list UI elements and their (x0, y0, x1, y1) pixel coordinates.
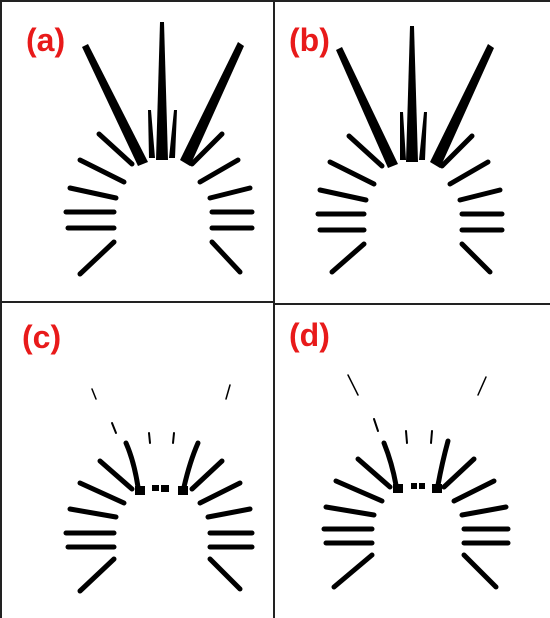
panel-b: (b) (274, 2, 550, 303)
panel-c: (c) (2, 301, 274, 618)
sunburst-pattern-d (321, 374, 511, 590)
sunburst-pattern-a (63, 22, 255, 277)
sunburst-pattern-b (315, 26, 505, 275)
panel-label-a: (a) (26, 22, 66, 58)
panel-d: (d) (274, 303, 550, 618)
panel-a: (a) (2, 2, 274, 301)
vertical-divider (273, 2, 275, 618)
horizontal-divider-left (2, 301, 274, 303)
sunburst-pattern-c (63, 384, 255, 594)
panel-label-b: (b) (289, 22, 330, 58)
horizontal-divider-right (274, 303, 550, 305)
panel-label-c: (c) (22, 319, 62, 355)
panel-label-d: (d) (289, 317, 330, 353)
